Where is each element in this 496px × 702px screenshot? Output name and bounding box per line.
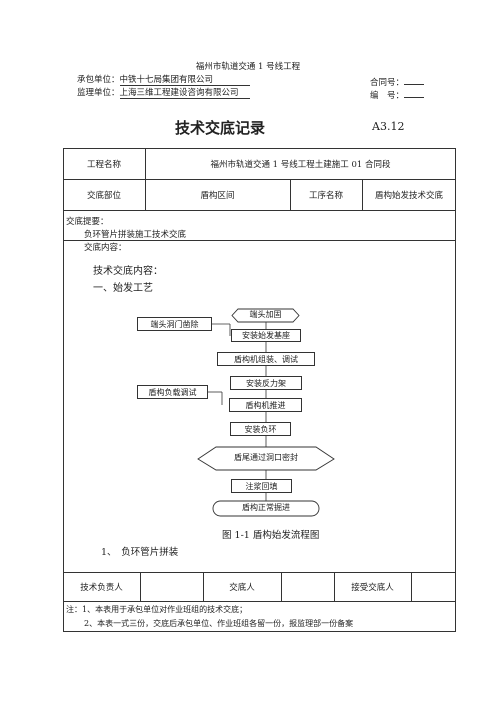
flow-step-5: 安装负环 xyxy=(230,422,291,436)
receiver-label: 接受交底人 xyxy=(351,582,394,593)
flow-step-1: 安装始发基座 xyxy=(231,329,301,342)
note-2: 2、本表一式三份，交底后承包单位、作业班组各留一份，报监理部一份备案 xyxy=(84,619,354,628)
content-heading: 技术交底内容： xyxy=(93,266,163,277)
flow-step-6: 注浆回填 xyxy=(231,479,292,493)
summary-value: 负环管片拼装施工技术交底 xyxy=(84,230,187,240)
contract-no-row: 合同号： xyxy=(370,75,425,88)
serial-value xyxy=(404,88,425,98)
row-divider xyxy=(63,179,456,180)
flow-step-4: 盾构机推进 xyxy=(229,398,302,412)
form-code: A3.12 xyxy=(372,120,405,133)
supervisor-row: 监理单位：上海三维工程建设咨询有限公司 xyxy=(77,88,250,99)
serial-label: 编 号： xyxy=(370,91,405,101)
flow-decision: 盾尾通过洞口密封 xyxy=(234,453,298,462)
record-table xyxy=(63,148,456,632)
note-1: 注：1、本表用于承包单位对作业班组的技术交底； xyxy=(66,605,248,614)
serial-row: 编 号： xyxy=(370,88,425,101)
row-divider xyxy=(63,601,456,602)
col-divider xyxy=(145,148,146,179)
section-heading: 一、始发工艺 xyxy=(93,283,153,294)
document-title: 技术交底记录 xyxy=(175,119,266,137)
col-divider xyxy=(334,572,335,601)
subsection-heading: 1、 负环管片拼装 xyxy=(101,547,179,558)
process-value: 盾构始发技术交底 xyxy=(374,190,443,201)
figure-caption: 图 1-1 盾构始发流程图 xyxy=(222,530,320,541)
location-label: 交底部位 xyxy=(86,190,121,201)
project-heading: 福州市轨道交通 1 号线工程 xyxy=(195,62,301,72)
contractor-label: 承包单位： xyxy=(77,75,120,85)
content-label: 交底内容： xyxy=(84,243,127,253)
supervisor-label: 监理单位： xyxy=(77,88,120,98)
flow-step-2: 盾构机组装、调试 xyxy=(217,352,315,366)
flow-end: 盾构正常掘进 xyxy=(242,503,290,512)
col-divider xyxy=(281,572,282,601)
row-divider xyxy=(63,210,456,211)
supervisor-value: 上海三维工程建设咨询有限公司 xyxy=(119,88,250,99)
location-value: 盾构区间 xyxy=(200,190,235,201)
row-divider xyxy=(63,572,456,573)
flow-side-1: 端头洞门凿除 xyxy=(137,317,212,331)
contractor-value: 中铁十七局集团有限公司 xyxy=(119,75,250,86)
contract-no-label: 合同号： xyxy=(370,78,405,88)
row-divider xyxy=(63,240,456,241)
project-name-label: 工程名称 xyxy=(86,159,121,170)
start-shape xyxy=(231,308,300,323)
flow-start: 端头加固 xyxy=(249,310,282,319)
discloser-label: 交底人 xyxy=(229,582,255,593)
summary-label: 交底提要： xyxy=(66,217,109,227)
flow-step-3: 安装反力架 xyxy=(230,376,302,390)
tech-lead-label: 技术负责人 xyxy=(80,582,123,593)
col-divider xyxy=(203,572,204,601)
project-name-value: 福州市轨道交通 1 号线工程土建施工 01 合同段 xyxy=(210,159,391,170)
col-divider xyxy=(411,572,412,601)
end-shape xyxy=(212,500,320,517)
col-divider xyxy=(140,572,141,601)
col-divider xyxy=(290,179,291,210)
contractor-row: 承包单位：中铁十七局集团有限公司 xyxy=(77,75,250,86)
col-divider xyxy=(362,179,363,210)
process-label: 工序名称 xyxy=(308,190,343,201)
contract-no-value xyxy=(404,75,425,85)
flow-side-2: 盾构负载调试 xyxy=(137,385,208,399)
decision-shape xyxy=(197,446,335,471)
col-divider xyxy=(145,179,146,210)
